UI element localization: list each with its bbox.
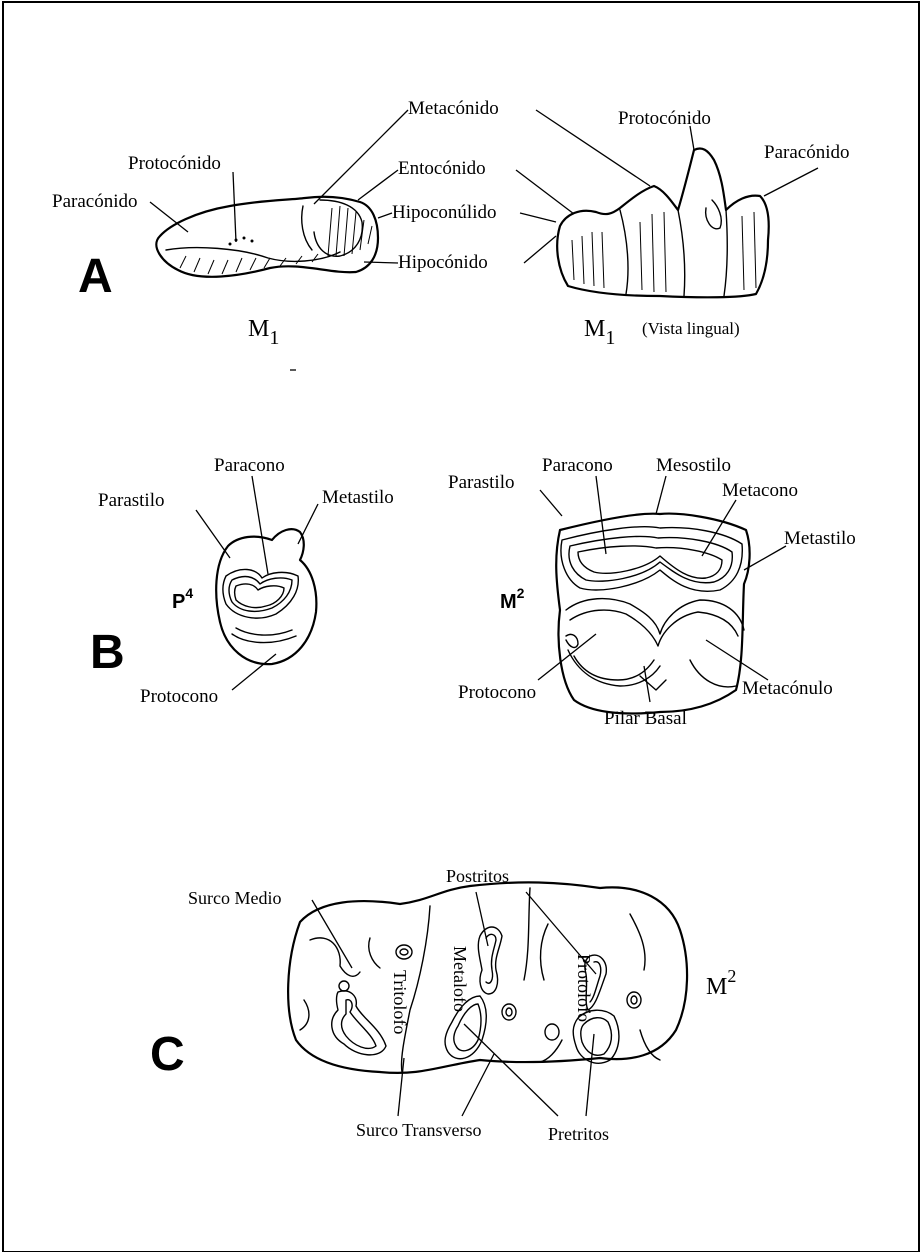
vista-lingual-label: (Vista lingual) bbox=[642, 319, 740, 338]
label-surco-transverso: Surco Transverso bbox=[356, 1120, 482, 1140]
label-parastilo-right: Parastilo bbox=[448, 472, 515, 493]
label-protolofo: Protolofo bbox=[574, 954, 594, 1022]
label-paracono-right: Paracono bbox=[542, 455, 613, 476]
label-pretritos: Pretritos bbox=[548, 1124, 609, 1144]
label-mesostilo: Mesostilo bbox=[656, 455, 731, 476]
label-metaconulo: Metacónulo bbox=[742, 678, 833, 699]
label-protoconido-left: Protocónido bbox=[128, 153, 221, 174]
label-hipoconido: Hipocónido bbox=[398, 252, 488, 273]
label-metaconido: Metacónido bbox=[408, 98, 499, 119]
label-protocono-left: Protocono bbox=[140, 686, 218, 707]
label-surco-medio: Surco Medio bbox=[188, 888, 282, 908]
label-paracono-left: Paracono bbox=[214, 455, 285, 476]
label-protoconido-right: Protocónido bbox=[618, 108, 711, 129]
label-postritos: Postritos bbox=[446, 866, 509, 886]
label-tritolofo: Tritolofo bbox=[390, 970, 410, 1034]
label-hipoconulido: Hipoconúlido bbox=[392, 202, 497, 223]
label-metastilo-right: Metastilo bbox=[784, 528, 856, 549]
label-pilar-basal: Pilar Basal bbox=[604, 708, 687, 729]
label-metastilo-left: Metastilo bbox=[322, 487, 394, 508]
label-paraconido-left: Paracónido bbox=[52, 191, 137, 212]
panel-a-letter: A bbox=[78, 250, 113, 303]
panel-b-letter: B bbox=[90, 626, 125, 679]
label-metacono: Metacono bbox=[722, 480, 798, 501]
label-protocono-right: Protocono bbox=[458, 682, 536, 703]
label-entoconido: Entocónido bbox=[398, 158, 486, 179]
panel-c-letter: C bbox=[150, 1028, 185, 1081]
label-parastilo-left: Parastilo bbox=[98, 490, 165, 511]
label-metalofo: Metalofo bbox=[450, 946, 470, 1012]
label-paraconido-right: Paracónido bbox=[764, 142, 849, 163]
